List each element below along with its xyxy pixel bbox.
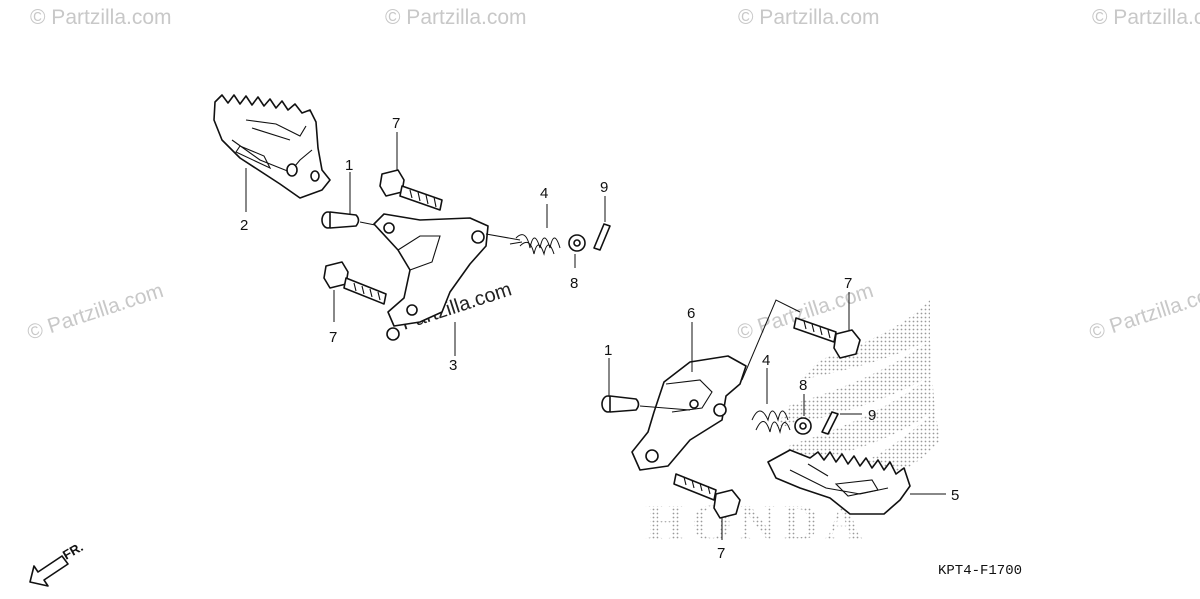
callout-2-left: 2 (240, 217, 248, 234)
watermark-top-2: © Partzilla.com (385, 6, 527, 29)
watermark-top-1: © Partzilla.com (30, 6, 172, 29)
callout-4-left: 4 (540, 185, 548, 202)
callout-3: 3 (449, 357, 457, 374)
callout-4-right: 4 (762, 352, 770, 369)
callout-9-left: 9 (600, 179, 608, 196)
front-arrow-icon (29, 555, 69, 587)
bolt-left-top-part-7 (379, 132, 443, 211)
callout-7-top: 7 (392, 115, 400, 132)
bolt-left-low-part-7 (323, 261, 387, 322)
callout-labels: 2 1 7 4 9 8 7 3 6 7 1 4 8 9 5 7 (240, 115, 959, 562)
footpeg-right-part-5 (767, 449, 946, 515)
bolt-right-bottom-part-7 (673, 473, 741, 540)
washer-left-part-8 (568, 234, 586, 268)
callout-9-right: 9 (868, 407, 876, 424)
callout-7-left-low: 7 (329, 329, 337, 346)
front-indicator: FR. (29, 539, 86, 587)
footpeg-left-part-2 (213, 94, 331, 212)
bracket-part-3 (373, 213, 521, 356)
pin-left-part-1 (321, 172, 381, 229)
watermarks: © Partzilla.com © Partzilla.com © Partzi… (24, 6, 1200, 345)
spring-right-part-4 (751, 368, 791, 434)
spring-left-part-4 (509, 204, 561, 256)
pin-right-part-1 (601, 358, 691, 413)
cotter-pin-right-part-9 (821, 411, 862, 435)
watermark-top-3: © Partzilla.com (738, 6, 880, 29)
callout-7-right-top: 7 (844, 275, 852, 292)
callout-1-left: 1 (345, 157, 353, 174)
callout-7-bottom: 7 (717, 545, 725, 562)
callout-5: 5 (951, 487, 959, 504)
bracket-part-6 (631, 299, 801, 471)
callout-6: 6 (687, 305, 695, 322)
callout-8-left: 8 (570, 275, 578, 292)
washer-right-part-8 (794, 394, 812, 435)
callout-8-right: 8 (799, 377, 807, 394)
watermark-mid-1: © Partzilla.com (24, 279, 166, 345)
diagram-code: KPT4-F1700 (938, 563, 1022, 579)
watermark-top-4: © Partzilla.com (1092, 6, 1200, 29)
watermark-mid-4: © Partzilla.com (1086, 279, 1200, 345)
cotter-pin-left-part-9 (593, 196, 611, 251)
honda-wordmark: HONDA (645, 495, 869, 552)
callout-1-right: 1 (604, 342, 612, 359)
bolt-right-top-part-7 (793, 292, 861, 359)
